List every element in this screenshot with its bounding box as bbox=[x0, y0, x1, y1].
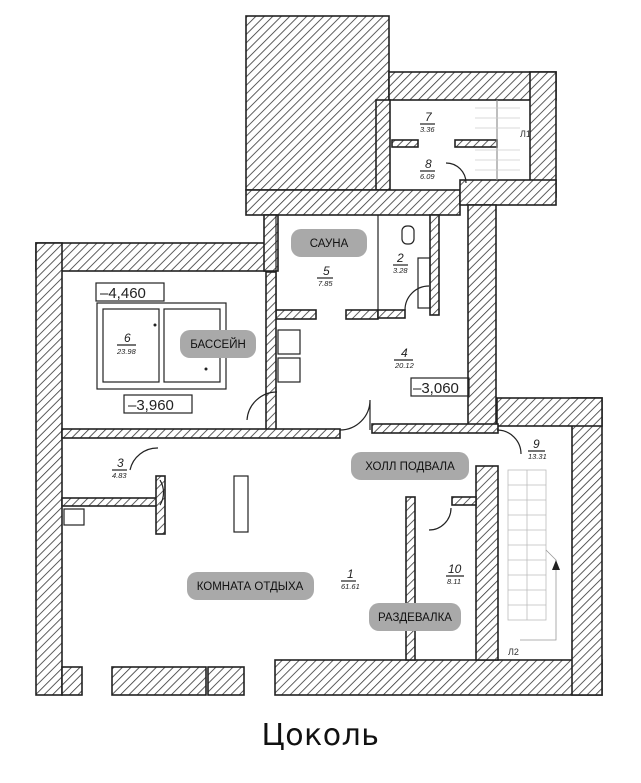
stair-main bbox=[507, 469, 557, 641]
room-3-number: 3 bbox=[117, 456, 124, 470]
walls bbox=[35, 15, 603, 696]
room-3-area: 4.83 bbox=[112, 471, 127, 480]
room-9-area: 13.31 bbox=[528, 452, 547, 461]
room-6-number: 6 bbox=[124, 331, 131, 345]
level-hall: –3,060 bbox=[413, 380, 459, 397]
label-pool: БАССЕЙН bbox=[190, 338, 246, 351]
label-changing: РАЗДЕВАЛКА bbox=[378, 612, 452, 624]
stair-arrow bbox=[552, 560, 560, 570]
room-5-area: 7.85 bbox=[318, 279, 333, 288]
stair-mark-l2: Л2 bbox=[508, 647, 519, 657]
room-5-number: 5 bbox=[323, 264, 330, 278]
room-7-number: 7 bbox=[425, 110, 433, 124]
room-9-number: 9 bbox=[533, 437, 540, 451]
room-8-number: 8 bbox=[425, 157, 432, 171]
room-10-number: 10 bbox=[448, 562, 462, 576]
room-labels: САУНА БАССЕЙН ХОЛЛ ПОДВАЛА КОМНАТА ОТДЫХ… bbox=[180, 229, 469, 631]
level-pool-top: –4,460 bbox=[100, 285, 146, 302]
room-8-area: 6.09 bbox=[420, 172, 435, 181]
label-hall: ХОЛЛ ПОДВАЛА bbox=[365, 461, 455, 473]
level-pool-bottom: –3,960 bbox=[128, 397, 174, 414]
room-4-area: 20.12 bbox=[394, 361, 415, 370]
room-numbers: 1 61.61 2 3.28 3 4.83 4 20.12 5 7.85 6 2… bbox=[112, 110, 547, 591]
room-4-number: 4 bbox=[401, 346, 408, 360]
room-2-area: 3.28 bbox=[393, 266, 408, 275]
stair-mark-l1: Л1 bbox=[520, 129, 531, 139]
floor-caption: Цоколь bbox=[261, 718, 380, 753]
room-10-area: 8.11 bbox=[447, 577, 461, 586]
door-swings bbox=[129, 162, 522, 531]
stair-upper bbox=[475, 100, 520, 180]
level-marks: –4,460 –3,960 –3,060 bbox=[95, 282, 470, 414]
room-7-area: 3.36 bbox=[420, 125, 435, 134]
room-6-area: 23.98 bbox=[116, 347, 137, 356]
room-1-number: 1 bbox=[347, 567, 354, 581]
label-sauna: САУНА bbox=[310, 238, 349, 250]
label-lounge: КОМНАТА ОТДЫХА bbox=[197, 581, 304, 593]
room-1-area: 61.61 bbox=[341, 582, 360, 591]
room-2-number: 2 bbox=[396, 251, 404, 265]
fixtures bbox=[63, 225, 431, 533]
